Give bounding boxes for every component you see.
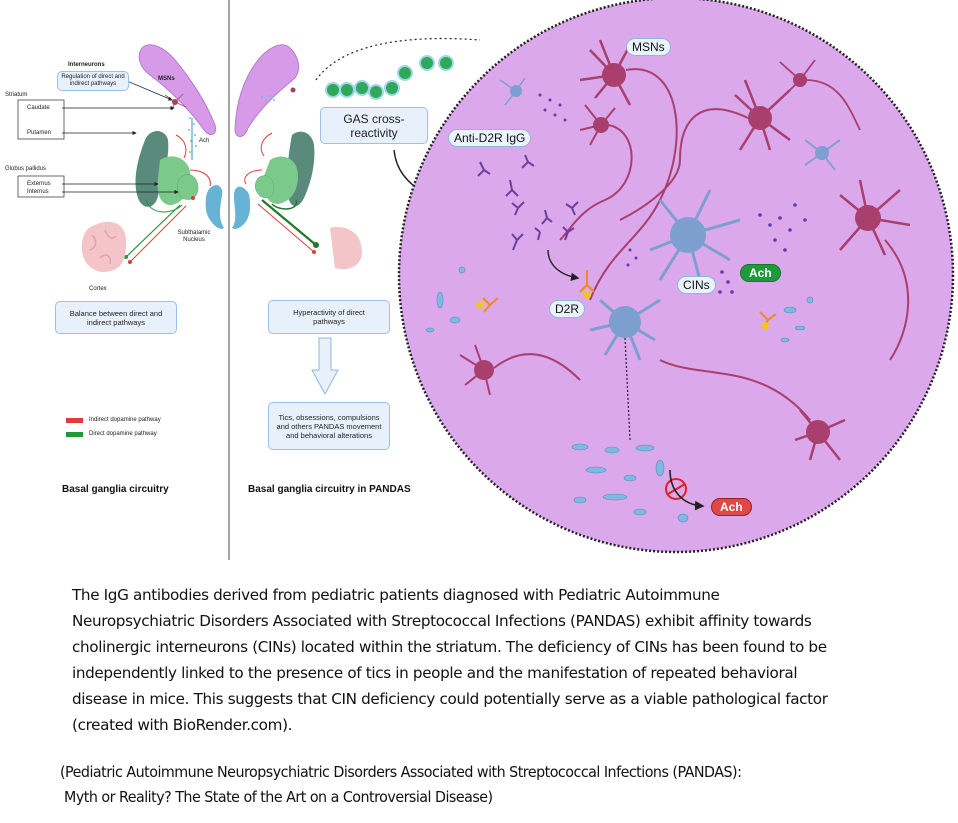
striatum-shape [234,44,300,137]
caudate-label: Caudate [27,105,50,111]
middle-panel-title: Basal ganglia circuitry in PANDAS [248,484,411,495]
msn-neuron-icon [659,359,846,461]
anti-d2r-igg-label: Anti-D2R IgG [448,129,532,147]
pandas-symptoms-box: Tics, obsessions, compulsions and others… [268,402,390,450]
figure-artwork [17,0,955,560]
gp-internus-shape [177,174,199,200]
cin-neuron-icon [804,139,841,171]
interneurons-label: Interneurons [68,62,105,68]
striatum-label: Striatum [5,92,28,98]
gas-bacteria-chain [325,55,454,100]
interneurons-regulation-box: Regulation of direct and indirect pathwa… [57,71,129,91]
caption-line: disease in mice. This suggests that CIN … [72,690,828,708]
cin-neuron-icon [499,77,526,106]
hyperactivity-box: Hyperactivity of direct pathways [268,300,390,334]
msn-neuron-icon [459,344,581,396]
figure-caption: The IgG antibodies derived from pediatri… [72,582,958,738]
msn-neuron-icon [839,179,911,361]
igg-antibodies [477,154,579,251]
ach-released-badge: Ach [740,264,781,282]
legend-swatch-direct [66,432,83,437]
caption-line: The IgG antibodies derived from pediatri… [72,586,720,604]
citation-line: Myth or Reality? The State of the Art on… [60,788,493,806]
caption-line: (created with BioRender.com). [72,716,293,734]
subthalamic-shape [232,186,250,229]
msn-neuron-icon [779,59,861,131]
ach-particles [538,93,807,294]
inhibition-icon [665,478,687,500]
ach-blocked-badge: Ach [711,498,752,516]
caption-line: cholinergic interneurons (CINs) located … [72,638,827,656]
source-citation: (Pediatric Autoimmune Neuropsychiatric D… [60,760,897,810]
legend-indirect-label: Indirect dopamine pathway [89,417,161,423]
msn-neuron-icon [619,79,791,221]
subthalamic-shape [205,185,224,229]
gp-internus-shape [255,175,275,199]
externus-label: Externus [27,181,51,187]
cin-neuron-icon [649,189,741,281]
cins-label: CINs [677,276,716,294]
ach-label: Ach [199,138,210,144]
legend-swatch-indirect [66,418,83,423]
citation-line: (Pediatric Autoimmune Neuropsychiatric D… [60,763,742,781]
caption-line: Neuropsychiatric Disorders Associated wi… [72,612,812,630]
msn-neuron-icon [579,39,678,301]
pandas-basal-ganglia-figure: Interneurons Regulation of direct and in… [5,0,955,560]
d2r-label: D2R [549,300,586,318]
striatum-shape [138,44,217,136]
msn-neuron-icon [559,104,633,241]
internus-label: Internus [27,189,49,195]
cortex-label: Cortex [89,286,107,292]
subthalamic-nucleus-label: Subthalamic Nucleus [177,230,211,243]
middle-basal-ganglia [232,37,496,396]
msns-circle-label: MSNs [626,38,671,56]
putamen-label: Putamen [27,130,52,136]
gas-cross-reactivity-box: GAS cross-reactivity [320,107,428,144]
cin-debris [425,266,814,523]
putamen-shape [135,131,169,207]
cin-neuron-icon [589,298,661,441]
cortex-shape [81,221,127,272]
zoom-circle-background [397,0,955,554]
striatum-zoom-circle [397,0,955,554]
msns-label: MSNs [158,76,175,82]
bound-antibodies [482,270,777,329]
cortex-shape [330,227,362,270]
caption-line: independently linked to the presence of … [72,664,798,682]
msn-neurons [459,39,911,461]
balance-pathways-box: Balance between direct and indirect path… [55,301,177,334]
d2r-receptors [476,291,769,330]
legend-direct-label: Direct dopamine pathway [89,431,157,437]
cin-neurons [499,77,841,441]
left-basal-ganglia [17,44,224,272]
left-panel-title: Basal ganglia circuitry [62,484,169,495]
globus-pallidus-label: Globus pallidus [5,166,47,172]
down-arrow-icon [311,337,339,396]
ach-dots [188,117,197,153]
